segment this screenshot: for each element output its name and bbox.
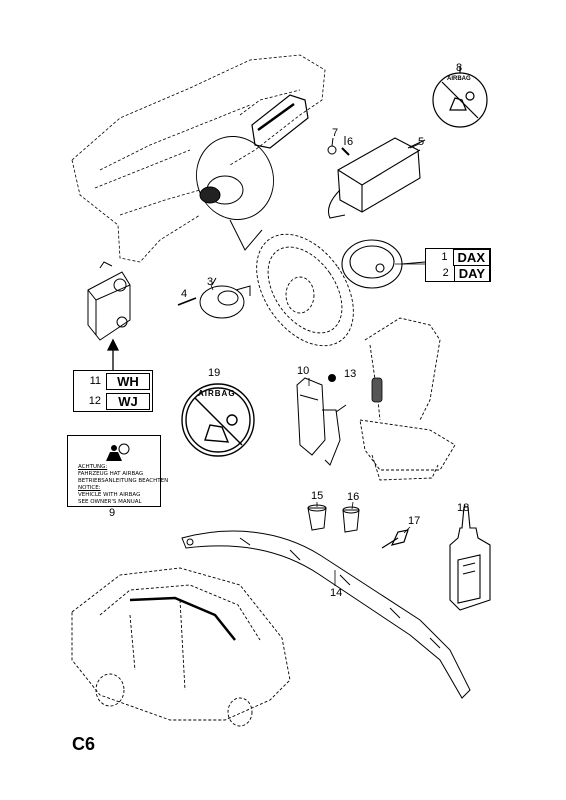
- curtain-airbag: [181, 530, 471, 699]
- leader-lines: [210, 143, 466, 586]
- code-box-wh: 11 WH 12 WJ: [73, 370, 153, 412]
- callout-6: 6: [347, 136, 354, 148]
- label-line-1: ACHTUNG:: [78, 464, 108, 470]
- code-index: 11: [89, 375, 101, 387]
- steering-wheel: [256, 233, 354, 347]
- callout-13: 13: [344, 368, 357, 380]
- module-arrow: [106, 338, 120, 370]
- callout-8: 8: [456, 62, 463, 74]
- label-line-3: BETRIEBSANLEITUNG BEACHTEN: [78, 478, 169, 484]
- callout-5: 5: [418, 136, 425, 148]
- clock-spring: [199, 277, 251, 319]
- page-code: C6: [72, 734, 96, 754]
- callout-17: 17: [408, 515, 421, 527]
- code-value: WH: [106, 372, 150, 390]
- side-airbag-module: [296, 377, 347, 466]
- airbag-sticker-large: [181, 383, 255, 457]
- screw-7-6: [327, 136, 350, 156]
- code-row-1: 1 DAX: [426, 248, 490, 266]
- callout-18: 18: [457, 502, 470, 514]
- sticker-large-text: AIRBAG: [198, 389, 236, 398]
- callout-9: 9: [109, 507, 116, 519]
- callout-14: 14: [330, 587, 343, 599]
- callout-19: 19: [208, 367, 221, 379]
- clip-15: [307, 504, 327, 531]
- dashboard-illustration: [71, 54, 326, 263]
- code-row-11: 11 WH: [74, 371, 152, 391]
- screw-17: [381, 529, 409, 549]
- code-value: DAX: [452, 248, 490, 266]
- code-box-dax: 1 DAX 2 DAY: [425, 248, 491, 282]
- code-index: 1: [441, 251, 448, 263]
- car-illustration: [71, 567, 291, 727]
- callout-15: 15: [311, 490, 324, 502]
- code-value: WJ: [106, 392, 150, 410]
- label-line-2: FAHRZEUG HAT AIRBAG: [78, 471, 144, 477]
- callout-7: 7: [332, 127, 339, 139]
- warning-label-card: ACHTUNG: FAHRZEUG HAT AIRBAG BETRIEBSANL…: [67, 435, 168, 507]
- airbag-sticker-small: [432, 66, 488, 128]
- code-row-12: 12 WJ: [74, 391, 152, 411]
- code-index: 12: [88, 395, 101, 407]
- nut-13: [328, 374, 336, 382]
- callout-16: 16: [347, 491, 360, 503]
- airbag-control-module: [87, 261, 131, 341]
- side-airbag-seat-insert: [371, 377, 383, 403]
- dashboard-steering-wheel: [196, 135, 274, 251]
- clip-16: [342, 506, 360, 533]
- code-index: 2: [442, 267, 449, 279]
- fluid-bottle: [449, 506, 491, 611]
- sticker-small-text: AIRBAG: [447, 76, 471, 82]
- callout-10: 10: [297, 365, 310, 377]
- label-line-5: VEHICLE WITH AIRBAG: [78, 492, 141, 498]
- callout-4: 4: [181, 288, 188, 300]
- label-line-4: NOTICE:: [78, 485, 101, 491]
- screw-4: [177, 297, 197, 306]
- dashboard-airbag: [251, 94, 309, 149]
- passenger-airbag-module: [327, 137, 426, 219]
- code-row-2: 2 DAY: [426, 264, 490, 282]
- airbag-warning-icon: [106, 443, 130, 461]
- code-value: DAY: [453, 264, 490, 282]
- car-curtain-airbag-highlight: [129, 596, 236, 641]
- callout-3: 3: [207, 276, 214, 288]
- label-line-6: SEE OWNER'S MANUAL: [78, 499, 142, 505]
